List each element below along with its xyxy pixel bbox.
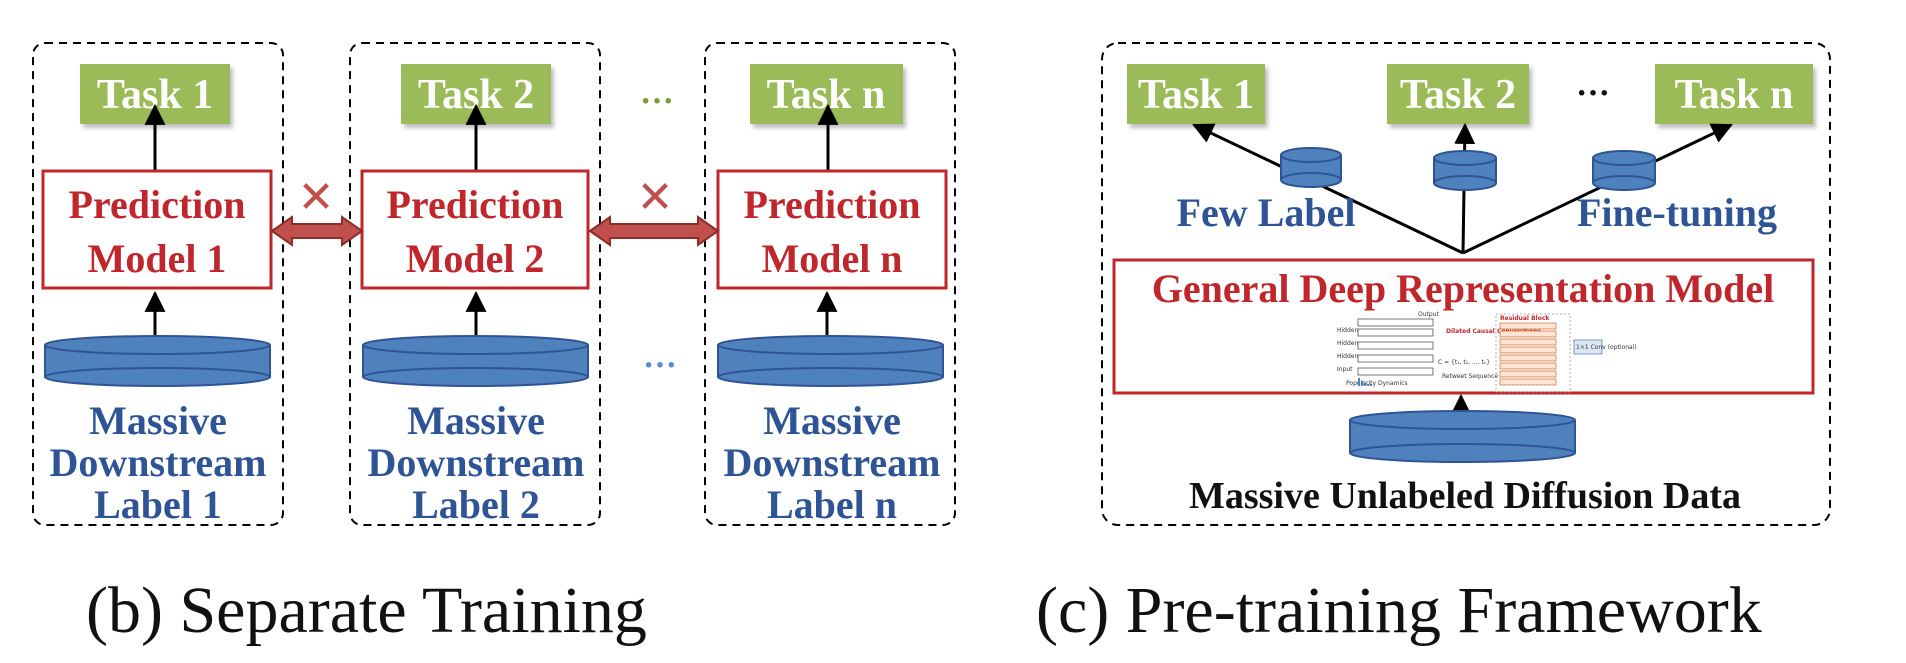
inset-dilated-label: Dilated Causal Convolutions xyxy=(1446,328,1541,335)
inset-hidden-label: Hidden xyxy=(1337,353,1358,360)
database-cylinder-icon xyxy=(362,335,589,387)
few-label-text: Few Label xyxy=(1177,190,1356,235)
dashed-frame-2 xyxy=(349,42,601,526)
general-model-box xyxy=(1112,258,1815,395)
data-label-line2: Downstream xyxy=(367,440,584,485)
task-box xyxy=(1655,64,1813,124)
cross-icon: ✕ xyxy=(637,172,674,223)
data-label-line3: Label 1 xyxy=(94,482,222,527)
task-ellipsis: ··· xyxy=(1576,75,1610,112)
inset-popularity-label: Popularity Dynamics xyxy=(1346,380,1408,387)
prediction-model-box xyxy=(41,169,273,290)
column-1: Task 1 Prediction Model 1 Massive Downst… xyxy=(32,42,284,527)
database-cylinder-icon xyxy=(717,335,944,387)
panel-c-pretraining-framework: Task 1 Task 2 Task n ··· xyxy=(1036,42,1831,647)
model-label-line1: Prediction xyxy=(743,182,920,227)
double-arrow-icon xyxy=(588,215,720,247)
inset-input-label: Input xyxy=(1337,366,1353,373)
prediction-model-box xyxy=(716,169,948,290)
fine-tune-arrow xyxy=(1462,123,1733,255)
data-label-line1: Massive xyxy=(763,398,901,443)
task-box xyxy=(1127,64,1265,124)
task-label: Task 1 xyxy=(1138,72,1254,118)
inset-hidden-label: Hidden xyxy=(1337,327,1358,334)
data-label-line2: Downstream xyxy=(723,440,940,485)
model-label-line2: Model 2 xyxy=(406,236,545,281)
task-label: Task 2 xyxy=(1400,72,1516,118)
architecture-inset: Output Hidden Hidden Hidden Input Dilate… xyxy=(1337,311,1637,393)
model-label-line1: Prediction xyxy=(386,182,563,227)
unlabeled-data-label: Massive Unlabeled Diffusion Data xyxy=(1189,475,1741,517)
dashed-frame-n xyxy=(704,42,956,526)
fine-tune-arrow xyxy=(1192,123,1464,255)
model-label-line2: Model 1 xyxy=(88,236,227,281)
panel-b-separate-training: Task 1 Prediction Model 1 Massive Downst… xyxy=(32,42,956,647)
task-ellipsis: ··· xyxy=(640,83,674,120)
database-cylinder-icon xyxy=(1280,147,1342,188)
data-label-line3: Label n xyxy=(767,482,897,527)
inset-block-title: Residual Block xyxy=(1500,315,1550,322)
inset-output-label: Output xyxy=(1418,311,1439,318)
inset-bars xyxy=(1358,378,1372,386)
column-n: Task n Prediction Model n Massive Downst… xyxy=(704,42,956,527)
database-cylinder-icon xyxy=(44,335,271,387)
data-label-line1: Massive xyxy=(407,398,545,443)
inset-sequence-label: Retweet Sequence xyxy=(1442,373,1498,380)
caption-b: (b) Separate Training xyxy=(86,574,647,647)
data-label-line2: Downstream xyxy=(49,440,266,485)
inset-side-label: 1×1 Conv (optional) xyxy=(1576,344,1637,351)
data-ellipsis: ··· xyxy=(643,347,677,384)
database-cylinder-icon xyxy=(1592,150,1656,191)
prediction-model-box xyxy=(360,169,590,290)
task-label: Task n xyxy=(767,72,886,118)
column-2: Task 2 Prediction Model 2 Massive Downst… xyxy=(349,42,601,527)
model-label-line1: Prediction xyxy=(68,182,245,227)
inset-formula: C = {t₁, t₂, ..., tₙ} xyxy=(1438,359,1490,366)
dashed-frame-c xyxy=(1101,42,1831,526)
cross-icon: ✕ xyxy=(298,172,335,223)
data-label-line1: Massive xyxy=(89,398,227,443)
general-model-title: General Deep Representation Model xyxy=(1152,266,1774,311)
database-cylinder-icon xyxy=(1433,150,1497,191)
double-arrow-icon xyxy=(270,215,364,247)
database-cylinder-icon xyxy=(1349,410,1576,463)
task-box xyxy=(1387,64,1529,124)
dashed-frame-1 xyxy=(32,42,284,526)
inset-hidden-label: Hidden xyxy=(1337,340,1358,347)
data-label-line3: Label 2 xyxy=(412,482,540,527)
task-label: Task n xyxy=(1675,72,1794,118)
fine-tuning-text: Fine-tuning xyxy=(1577,190,1777,235)
model-label-line2: Model n xyxy=(761,236,902,281)
caption-c: (c) Pre-training Framework xyxy=(1036,574,1762,647)
